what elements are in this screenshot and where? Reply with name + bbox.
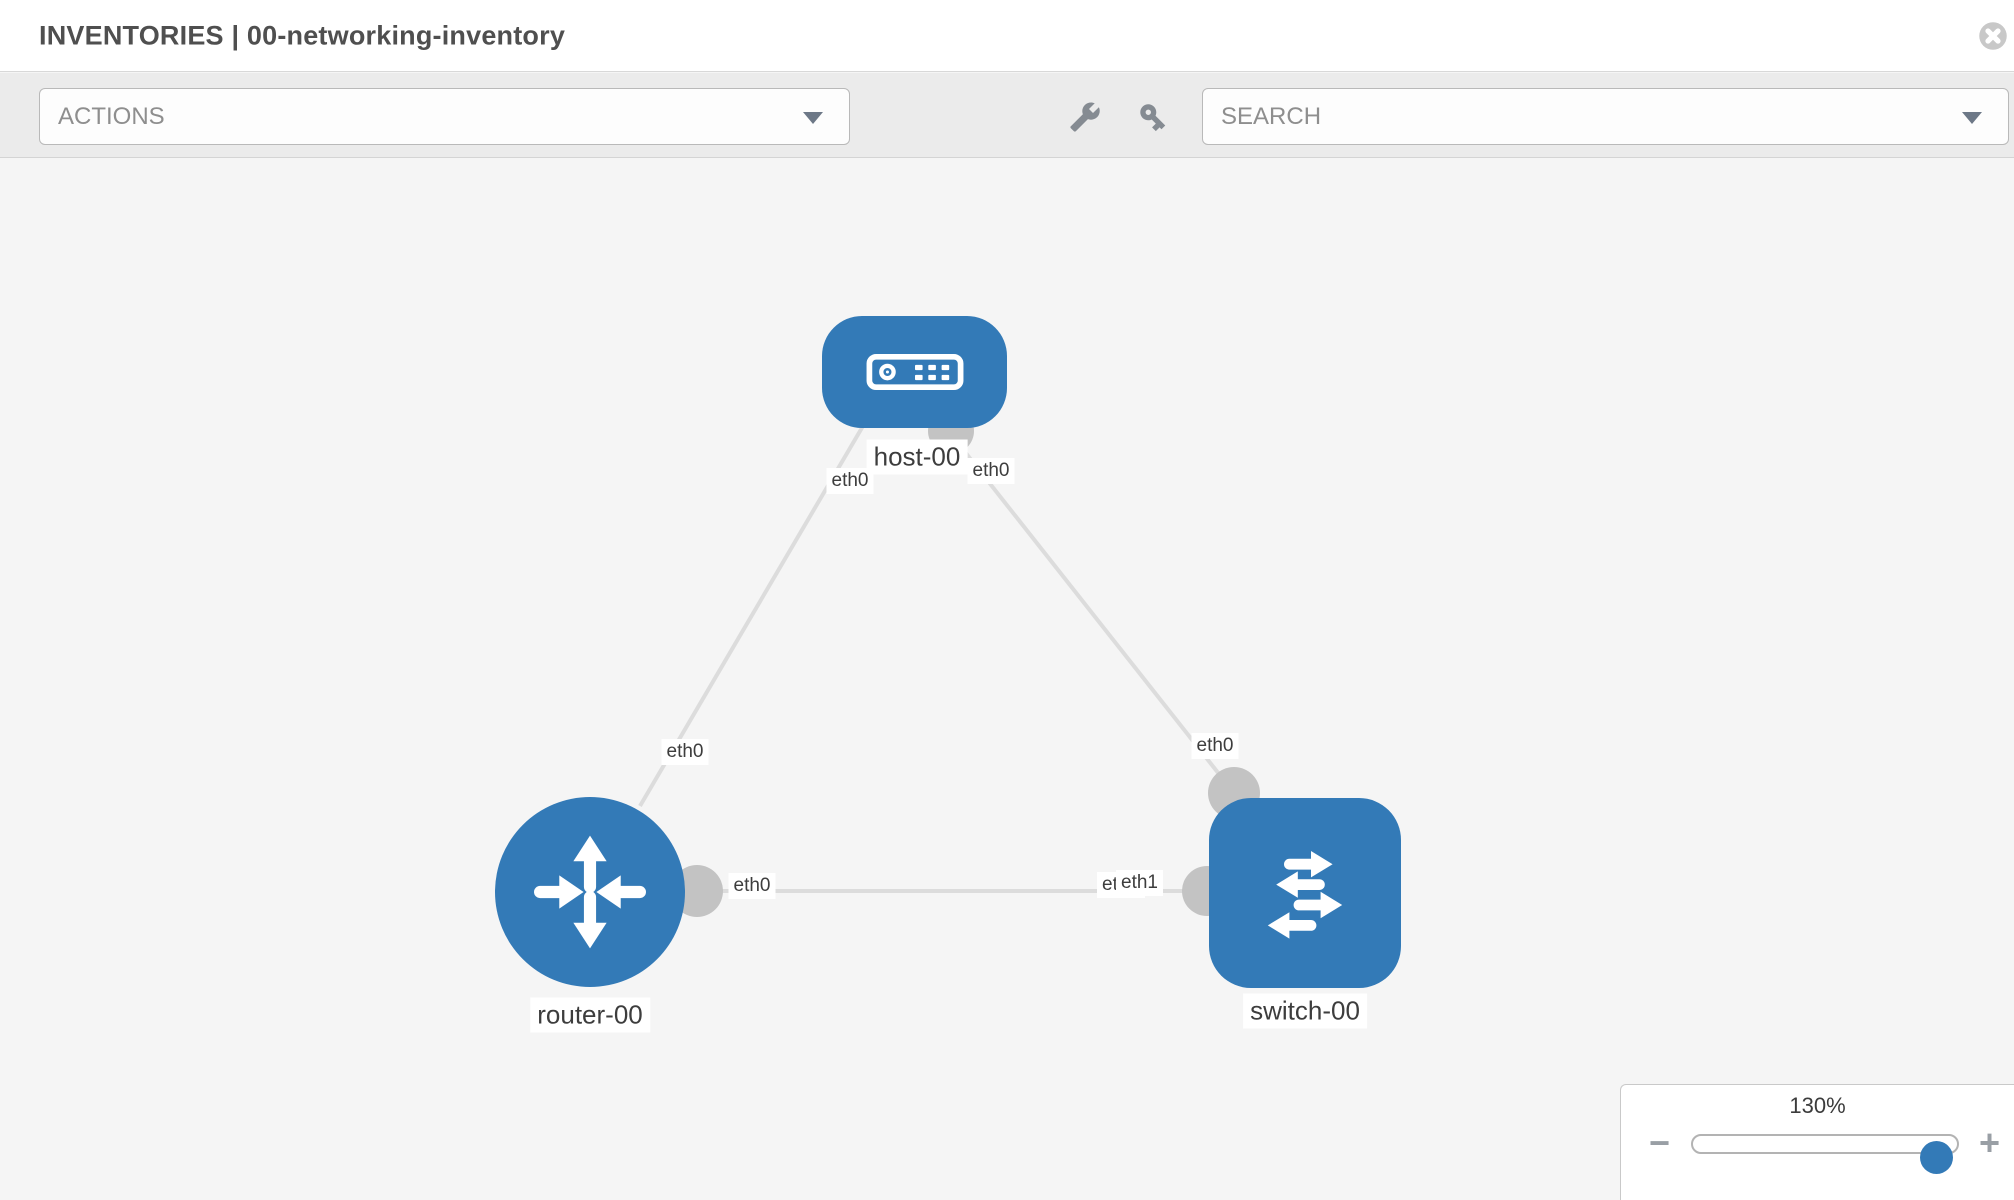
toolbar: ACTIONS SEARCH <box>0 73 2014 158</box>
chevron-down-icon <box>1962 111 1982 124</box>
actions-dropdown[interactable]: ACTIONS <box>39 88 850 145</box>
close-icon[interactable] <box>1978 21 2008 51</box>
search-dropdown-label: SEARCH <box>1221 102 1322 130</box>
node-router[interactable] <box>495 797 685 987</box>
actions-dropdown-label: ACTIONS <box>58 102 165 130</box>
page-title: INVENTORIES | 00-networking-inventory <box>39 20 566 50</box>
zoom-slider-track[interactable] <box>1691 1134 1959 1174</box>
wrench-icon[interactable] <box>1069 101 1101 133</box>
router-icon <box>534 835 646 949</box>
search-dropdown[interactable]: SEARCH <box>1202 88 2009 145</box>
topology-canvas[interactable]: host-00 router-00 switch-00 eth0 eth0 et… <box>0 159 2014 1200</box>
node-label-router: router-00 <box>530 997 650 1033</box>
chevron-down-icon <box>803 111 823 124</box>
node-label-host: host-00 <box>866 439 968 475</box>
node-switch[interactable] <box>1209 798 1401 988</box>
title-bar: INVENTORIES | 00-networking-inventory <box>0 0 2014 72</box>
interface-label-router-eth0-right: eth0 <box>728 873 776 899</box>
host-icon <box>866 353 963 391</box>
interface-label-switch-eth0-top: eth0 <box>1191 733 1239 759</box>
zoom-control-panel: 130% − + <box>1620 1084 2014 1200</box>
interface-label-host-eth0-right: eth0 <box>967 458 1015 484</box>
switch-icon <box>1267 851 1343 939</box>
interface-label-router-eth0-top: eth0 <box>661 739 709 765</box>
node-host[interactable] <box>822 316 1007 428</box>
node-label-switch: switch-00 <box>1243 993 1367 1029</box>
zoom-slider-knob[interactable] <box>1920 1141 1953 1174</box>
zoom-in-button[interactable]: + <box>1978 1122 2000 1163</box>
key-icon[interactable] <box>1137 101 1169 133</box>
zoom-level-value: 130% <box>1789 1093 1846 1118</box>
zoom-out-button[interactable]: − <box>1649 1122 1671 1163</box>
links-layer <box>638 408 1260 917</box>
link-host-switch <box>948 431 1236 795</box>
interface-label-switch-eth1-left: eth1 <box>1116 870 1163 896</box>
interface-label-host-eth0-left: eth0 <box>826 468 874 494</box>
